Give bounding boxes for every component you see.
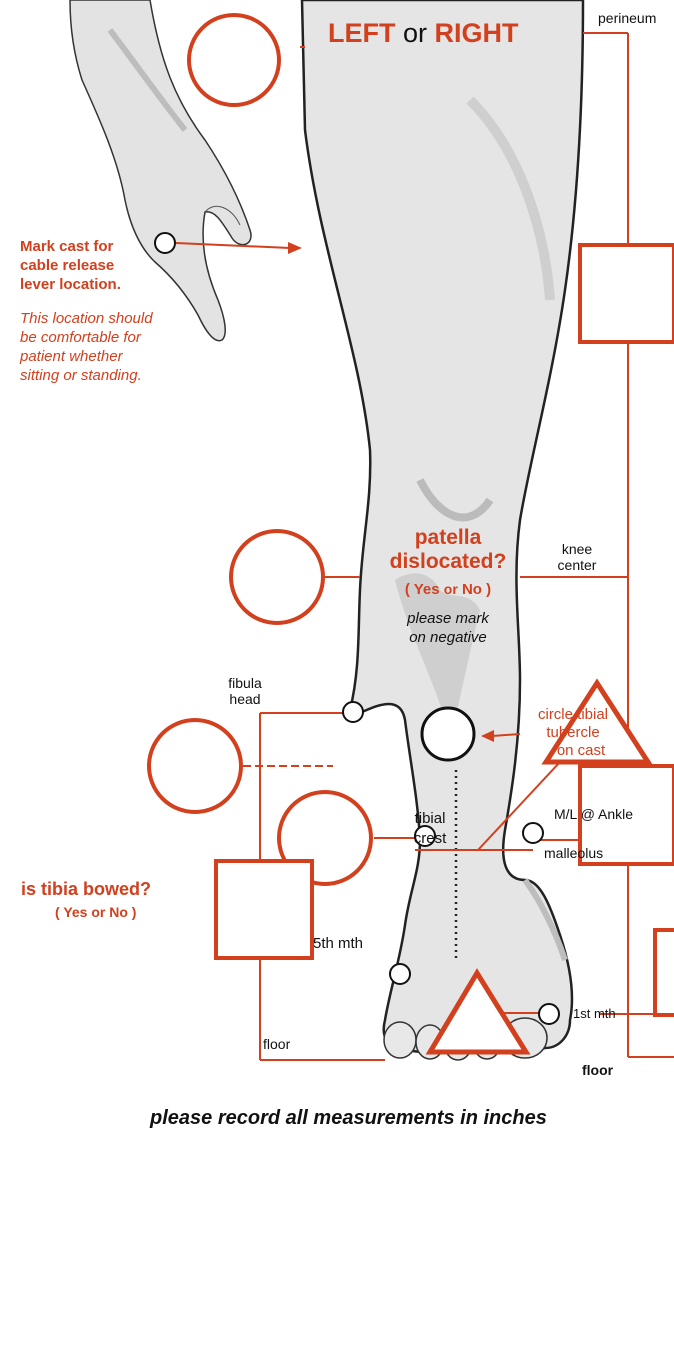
first-mth-label: 1st mth bbox=[573, 1006, 616, 1021]
fibula-head-line1: fibula bbox=[220, 675, 270, 691]
tibial-tubercle-circle bbox=[422, 708, 474, 760]
patella-yes: Yes bbox=[414, 581, 440, 598]
perineum-label: perineum bbox=[598, 10, 656, 26]
tibia-yes-no: ( Yes or No ) bbox=[55, 904, 136, 920]
tibia-bowed-circle bbox=[149, 720, 241, 812]
patella-note1: please mark bbox=[383, 610, 513, 627]
cable-note-italic1: This location should bbox=[20, 310, 153, 327]
fibula-head-line2: head bbox=[220, 691, 270, 707]
patella-line2: dislocated? bbox=[373, 550, 523, 574]
knee-center-line1: knee bbox=[552, 541, 602, 557]
circle-tibial-line3: on cast bbox=[528, 742, 634, 759]
patella-circle bbox=[231, 531, 323, 623]
tibia-no: No bbox=[109, 904, 128, 920]
tibial-crest-line1: tibial bbox=[405, 810, 455, 827]
cable-note-italic3: patient whether bbox=[20, 348, 123, 365]
medial-malleolus-dot bbox=[523, 823, 543, 843]
fibula-floor-box bbox=[216, 861, 312, 958]
tibia-question: is tibia bowed? bbox=[21, 879, 151, 900]
fifth-mth-label: 5th mth bbox=[313, 935, 363, 952]
floor-left-label: floor bbox=[263, 1036, 290, 1052]
side-title: LEFT or RIGHT bbox=[328, 18, 519, 49]
floor-right-label: floor bbox=[582, 1062, 613, 1078]
fifth-mth-dot bbox=[390, 964, 410, 984]
footer-note: please record all measurements in inches bbox=[150, 1107, 547, 1130]
side-circle bbox=[189, 15, 279, 105]
title-left: LEFT bbox=[328, 18, 396, 48]
circle-tibial-line2: tubercle bbox=[520, 724, 626, 741]
circle-tibial-line1: circle tibial bbox=[520, 706, 626, 723]
cable-note-line2: cable release bbox=[20, 257, 114, 274]
ml-ankle-label: M/L @ Ankle bbox=[554, 806, 633, 822]
cable-mark-dot bbox=[155, 233, 175, 253]
fibula-head-dot bbox=[343, 702, 363, 722]
cable-note-italic4: sitting or standing. bbox=[20, 367, 142, 384]
patella-or: or bbox=[444, 581, 458, 597]
thigh-box bbox=[580, 245, 674, 342]
knee-center-line2: center bbox=[547, 557, 607, 573]
title-or: or bbox=[403, 18, 427, 48]
cable-note-line1: Mark cast for bbox=[20, 238, 113, 255]
patella-note2: on negative bbox=[383, 629, 513, 646]
patella-no: No bbox=[462, 581, 482, 598]
tibial-crest-line2: crest bbox=[405, 830, 455, 847]
tibia-or: or bbox=[91, 904, 105, 920]
first-mth-dot bbox=[539, 1004, 559, 1024]
cable-note-italic2: be comfortable for bbox=[20, 329, 141, 346]
foot-box bbox=[655, 930, 674, 1015]
malleolus-label: malleolus bbox=[544, 845, 603, 861]
title-right: RIGHT bbox=[435, 18, 519, 48]
tibia-yes: Yes bbox=[63, 904, 87, 920]
cable-note-line3: lever location. bbox=[20, 276, 121, 293]
patella-line1: patella bbox=[388, 526, 508, 550]
patella-yes-no: ( Yes or No ) bbox=[383, 581, 513, 598]
